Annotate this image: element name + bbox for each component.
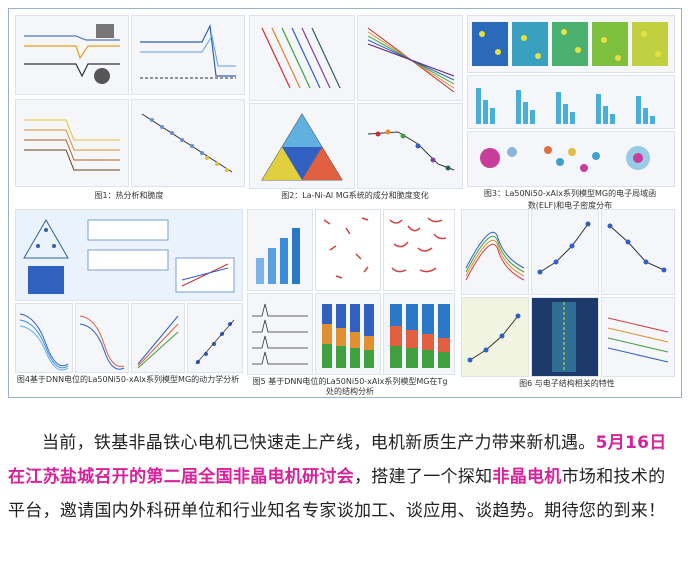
article-body: 当前，铁基非晶铁心电机已快速走上产线，电机新质生产力带来新机遇。5月16日在江苏… — [8, 426, 680, 528]
fig5-e-stacked-bars — [322, 304, 374, 368]
fig4-caption: 图4基于DNN电位的La50Ni50-xAlx系列模型MG的动力学分析 — [16, 375, 240, 384]
fig1-panel-c — [15, 99, 129, 187]
fig5-f-stacked-bars — [390, 304, 450, 368]
fig3-c-structures — [480, 146, 650, 172]
fig6-panel-c — [601, 209, 675, 295]
fig2-panel-c — [249, 103, 355, 189]
fig4-d-plot — [137, 315, 179, 369]
fig6-panel-d — [461, 297, 529, 377]
fig4-panel-e — [187, 303, 243, 373]
fig2-panel-a — [249, 15, 355, 101]
fig5-caption-line1: 图5 基于DNN电位的La50Ni50-xAlx系列模型MG在Tg — [252, 377, 448, 386]
fig6-f-plot — [607, 317, 669, 363]
fig2-b-plot — [367, 27, 455, 93]
fig5-panel-f — [383, 293, 455, 375]
fig3-panel-b — [467, 75, 675, 129]
fig6-caption: 图6 与电子结构相关的特性 — [519, 379, 615, 388]
fig3-caption-line2: 数(ELF)和电子密度分布 — [527, 201, 613, 210]
fig5-panel-c — [383, 209, 455, 291]
fig5-panel-a — [247, 209, 313, 291]
fig4-e-plot — [195, 319, 235, 365]
fig5-c-clusters — [389, 217, 447, 273]
fig5-b-clusters — [323, 217, 369, 279]
fig1-b-plot — [140, 23, 236, 79]
fig6-b-plot — [537, 221, 591, 275]
fig5-panel-e — [315, 293, 381, 375]
fig6-e-heatmap — [552, 302, 576, 372]
fig6-a-spectra — [465, 231, 525, 281]
fig3-panel-a — [467, 15, 675, 73]
fig1-panel-a — [15, 15, 129, 95]
fig2-panel-d — [357, 103, 463, 189]
fig6-panel-e — [531, 297, 599, 377]
fig4-panel-d — [131, 303, 185, 373]
article-highlight-topic: 非晶电机 — [492, 467, 562, 487]
fig6-panel-f — [601, 297, 675, 377]
fig4-a-workflow — [23, 219, 235, 294]
fig5-a-bars — [256, 228, 300, 284]
fig1-panel-b — [131, 15, 245, 95]
fig3-caption-line1: 图3：La50Ni50-xAlx系列模型MG的电子局域函 — [483, 189, 657, 198]
fig1-caption: 图1：热分析和脆度 — [94, 191, 164, 200]
fig4-panel-c — [75, 303, 129, 373]
fig5-panel-b — [315, 209, 381, 291]
fig2-c-ternary — [261, 113, 343, 181]
article-paragraph: 当前，铁基非晶铁心电机已快速走上产线，电机新质生产力带来新机遇。5月16日在江苏… — [8, 426, 680, 528]
fig2-d-plot — [367, 129, 455, 171]
article-text-2: ，搭建了一个探知 — [354, 467, 493, 487]
fig6-panel-a — [461, 209, 529, 295]
fig4-panel-b — [15, 303, 73, 373]
fig1-panel-d — [131, 99, 245, 187]
fig6-panel-b — [531, 209, 599, 295]
fig4-panel-a — [15, 209, 243, 301]
fig2-a-plot — [261, 27, 341, 89]
article-text-1: 当前，铁基非晶铁心电机已快速走上产线，电机新质生产力带来新机遇。 — [42, 433, 596, 453]
fig3-b-bar-histograms — [476, 88, 655, 124]
fig1-c-plot — [24, 119, 120, 171]
fig5-caption-line2: 处的结构分析 — [326, 387, 374, 396]
fig5-panel-d — [247, 293, 313, 375]
fig3-panel-c — [467, 131, 675, 187]
fig4-c-plot — [79, 315, 125, 370]
fig3-a-elf-maps — [472, 22, 668, 66]
fig4-b-plot — [19, 313, 69, 371]
fig2-panel-b — [357, 15, 463, 101]
article-text-3: 市场和技术的平台，邀请国内外科研单位和行业知名专家谈加工、谈应用、谈趋势。期待您… — [8, 467, 666, 521]
fig6-c-plot — [607, 223, 667, 273]
fig2-caption: 图2：La-Ni-Al MG系统的成分和脆度变化 — [281, 191, 429, 200]
fig1-a-plot — [24, 24, 120, 84]
article-highlight-event: 5月16日在江苏盐城召开的第二届全国非晶电机研讨会 — [8, 433, 667, 487]
fig1-d-plot — [141, 113, 233, 173]
fig6-d-plot — [467, 313, 521, 363]
fig5-d-rdf — [252, 303, 308, 365]
figure-composite: 图1：热分析和脆度 — [8, 8, 682, 398]
